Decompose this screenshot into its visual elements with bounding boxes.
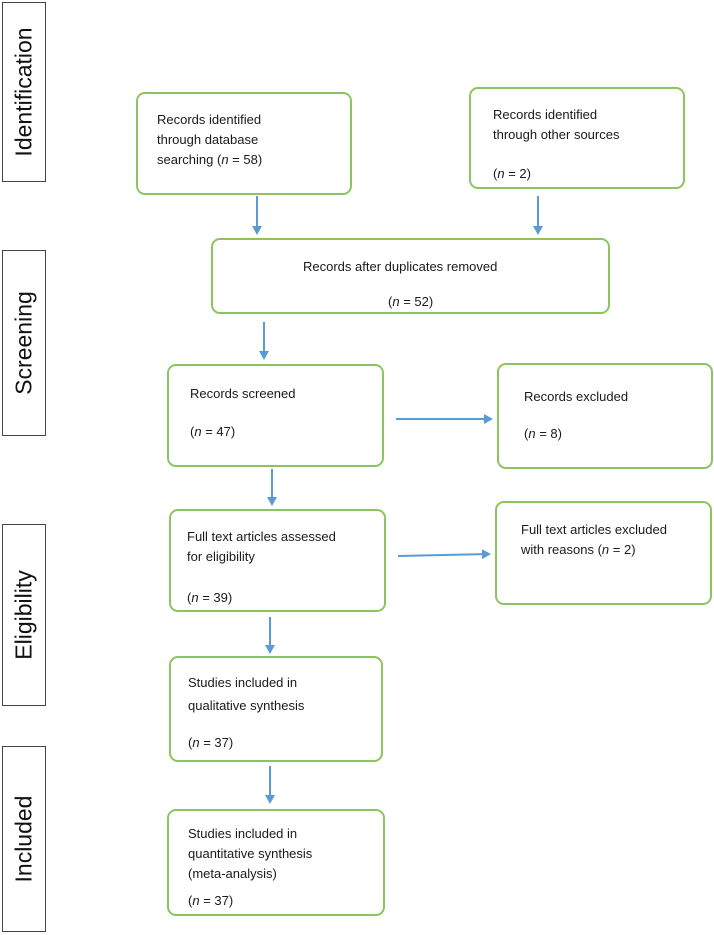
excluded-count: (n = 8) <box>524 426 562 441</box>
fulltext-excluded-line2: with reasons (n = 2) <box>521 542 636 557</box>
quantitative-line2: quantitative synthesis <box>188 846 313 861</box>
duplicates-removed-count: (n = 52) <box>388 294 434 309</box>
duplicates-removed-line1: Records after duplicates removed <box>303 259 498 274</box>
box-qualitative: Studies included in qualitative synthesi… <box>169 656 383 762</box>
fulltext-assessed-count: (n = 39) <box>187 590 233 605</box>
box-db-search: Records identified through database sear… <box>136 92 352 195</box>
other-sources-line2: through other sources <box>493 127 620 142</box>
other-sources-line1: Records identified <box>493 107 598 122</box>
arrow-fulltext-to-ftexcluded <box>397 549 491 560</box>
excluded-line1: Records excluded <box>524 389 629 404</box>
stage-eligibility: Eligibility <box>2 524 46 706</box>
qualitative-line2: qualitative synthesis <box>188 698 305 713</box>
fulltext-excluded-line1: Full text articles excluded <box>521 522 667 537</box>
box-quantitative: Studies included in quantitative synthes… <box>167 809 385 916</box>
box-duplicates-removed: Records after duplicates removed (n = 52… <box>211 238 610 314</box>
fulltext-assessed-line2: for eligibility <box>187 549 255 564</box>
box-fulltext-excluded: Full text articles excluded with reasons… <box>495 501 712 605</box>
quantitative-count: (n = 37) <box>188 893 234 908</box>
qualitative-count: (n = 37) <box>188 735 234 750</box>
db-search-line3: searching (n = 58) <box>157 152 263 167</box>
stage-identification: Identification <box>2 2 46 182</box>
box-other-sources: Records identified through other sources… <box>469 87 685 189</box>
other-sources-count: (n = 2) <box>493 166 531 181</box>
db-search-line1: Records identified <box>157 112 262 127</box>
db-search-line2: through database <box>157 132 259 147</box>
box-screened: Records screened (n = 47) <box>167 364 384 467</box>
stage-included: Included <box>2 746 46 932</box>
qualitative-line1: Studies included in <box>188 675 298 690</box>
box-excluded: Records excluded (n = 8) <box>497 363 713 469</box>
box-fulltext-assessed: Full text articles assessed for eligibil… <box>169 509 386 612</box>
quantitative-line3: (meta-analysis) <box>188 866 277 881</box>
quantitative-line1: Studies included in <box>188 826 298 841</box>
screened-line1: Records screened <box>190 386 296 401</box>
screened-count: (n = 47) <box>190 424 236 439</box>
fulltext-assessed-line1: Full text articles assessed <box>187 529 336 544</box>
stage-screening: Screening <box>2 250 46 436</box>
